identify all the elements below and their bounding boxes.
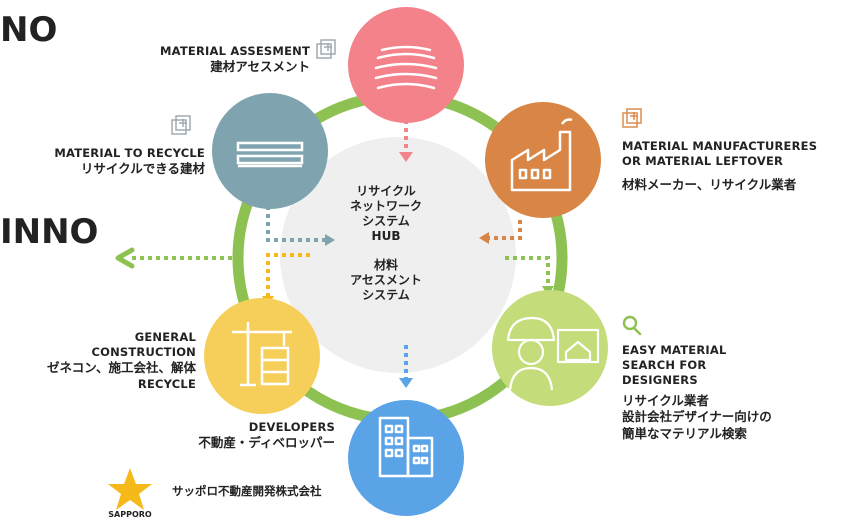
- label-construction: GENERAL CONSTRUCTION ゼネコン、施工会社、解体 RECYCL…: [6, 330, 196, 392]
- label-recycle: MATERIAL TO RECYCLE リサイクルできる建材: [10, 146, 205, 178]
- developers-jp: 不動産・ディベロッパー: [198, 435, 335, 451]
- hub-line2: ネットワーク: [349, 199, 422, 213]
- brand-text-top: NO: [0, 10, 58, 50]
- label-designers: EASY MATERIAL SEARCH FOR DESIGNERS リサイクル…: [622, 343, 772, 442]
- construction-en1: GENERAL: [134, 330, 196, 344]
- hub-line7: システム: [362, 288, 410, 302]
- hub-line4: HUB: [371, 229, 401, 243]
- construction-en2: CONSTRUCTION: [91, 345, 196, 360]
- arrowhead-manufacturer: [479, 232, 489, 244]
- company-name: サッポロ不動産開発株式会社: [172, 484, 322, 498]
- factory-icon: [510, 118, 573, 192]
- designers-en3: DESIGNERS: [622, 373, 698, 388]
- recycle-en: MATERIAL TO RECYCLE: [54, 146, 205, 160]
- arrowhead-developers: [399, 378, 413, 388]
- logo-text: SAPPORO: [108, 510, 152, 519]
- label-manufacturers: MATERIAL MANUFACTURERES OR MATERIAL LEFT…: [622, 139, 817, 194]
- recycle-jp: リサイクルできる建材: [80, 161, 205, 177]
- arrowhead-recycle: [325, 234, 335, 246]
- designers-en1: EASY MATERIAL: [622, 343, 727, 357]
- add-box-icon: [316, 39, 336, 59]
- flow-arrows: [130, 120, 550, 380]
- panel-icon: [236, 141, 304, 168]
- label-developers: DEVELOPERS 不動産・ディベロッパー: [170, 420, 335, 452]
- designers-jp1: リサイクル業者: [622, 392, 709, 408]
- hub-line5: 材料: [373, 258, 398, 272]
- hub-disc: [280, 137, 516, 373]
- hub-line3: システム: [362, 214, 410, 228]
- manufacturers-jp: 材料メーカー、リサイクル業者: [622, 177, 797, 193]
- brand-text-mid: INNO: [0, 212, 99, 252]
- designers-jp3: 簡単なマテリアル検索: [622, 425, 747, 441]
- hub-label: リサイクル ネットワーク システム HUB 材料 アセスメント システム: [330, 184, 442, 303]
- label-assessment: MATERIAL ASSESMENT 建材アセスメント: [120, 44, 310, 76]
- designers-en2: SEARCH FOR: [622, 358, 707, 373]
- arrow-hub-to-construction: [266, 253, 310, 298]
- hub-line6: アセスメント: [350, 273, 422, 287]
- manufacturers-en1: MATERIAL MANUFACTURERES: [622, 139, 818, 153]
- developers-en: DEVELOPERS: [248, 420, 335, 434]
- designers-jp2: 設計会社デザイナー向けの: [622, 409, 772, 425]
- stacked-sheets-icon: [374, 45, 438, 90]
- construction-jp: ゼネコン、施工会社、解体: [46, 360, 196, 376]
- arrowhead-left: [115, 247, 135, 269]
- crane-icon: [232, 322, 292, 387]
- designer-icon: [506, 316, 600, 391]
- star-logo-icon: [108, 468, 152, 510]
- arrowhead-assessment: [399, 152, 413, 162]
- construction-en3: RECYCLE: [137, 376, 196, 391]
- hub-line1: リサイクル: [356, 184, 416, 198]
- node-developers: [348, 400, 464, 516]
- assessment-en: MATERIAL ASSESMENT: [160, 44, 310, 58]
- search-icon: [622, 315, 642, 336]
- buildings-icon: [378, 416, 434, 478]
- manufacturers-en2: OR MATERIAL LEFTOVER: [622, 154, 784, 169]
- assessment-jp: 建材アセスメント: [210, 59, 310, 75]
- arrow-recycle-to-hub: [266, 198, 325, 242]
- add-box-icon-2: [171, 115, 191, 135]
- arrow-manufacturer-to-hub: [488, 220, 522, 240]
- add-box-icon-3: [622, 108, 642, 128]
- arrow-hub-to-designers: [505, 256, 550, 288]
